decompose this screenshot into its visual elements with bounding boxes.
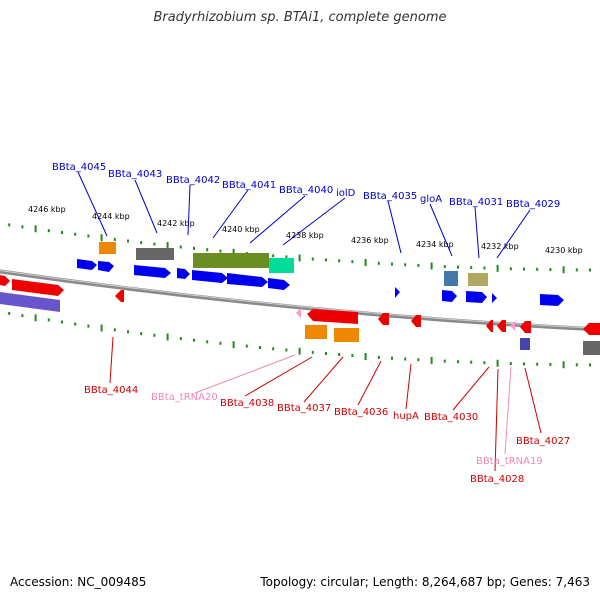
gene-block[interactable] <box>193 253 269 268</box>
genome-backbone <box>0 269 600 332</box>
gene-arrow[interactable] <box>98 261 114 272</box>
gene-arrow[interactable] <box>115 290 124 302</box>
forward-gene-labels: BBta_4045 BBta_4043 BBta_4042 BBta_4041 … <box>52 162 560 210</box>
gene-block[interactable] <box>334 328 359 342</box>
gene-block[interactable] <box>305 325 327 339</box>
gene-label[interactable]: BBta_4045 <box>52 162 106 173</box>
gene-label[interactable]: BBta_4028 <box>470 474 524 485</box>
gene-block[interactable] <box>520 338 530 350</box>
gene-arrow[interactable] <box>192 270 228 283</box>
gene-block[interactable] <box>583 341 600 355</box>
kbp-label: 4240 kbp <box>222 225 260 234</box>
gene-arrow[interactable] <box>307 309 358 324</box>
gene-block[interactable] <box>99 242 116 254</box>
gene-label[interactable]: BBta_4030 <box>424 412 478 423</box>
label-leader-lines <box>77 171 542 472</box>
gene-arrow[interactable] <box>486 320 493 332</box>
gene-arrow[interactable] <box>510 321 515 331</box>
kbp-label: 4238 kbp <box>286 231 324 240</box>
gene-arrow[interactable] <box>0 274 10 286</box>
kbp-label: 4232 kbp <box>481 242 519 251</box>
kbp-scale-labels: 4246 kbp 4244 kbp 4242 kbp 4240 kbp 4238… <box>28 205 583 255</box>
reverse-gene-labels: BBta_4044 BBta_tRNA20 BBta_4038 BBta_403… <box>84 385 570 485</box>
gene-block[interactable] <box>444 271 458 286</box>
kbp-label: 4242 kbp <box>157 219 195 228</box>
gene-label[interactable]: BBta_4040 <box>279 185 333 196</box>
genome-backbone-highlight <box>0 269 600 329</box>
gene-arrow[interactable] <box>583 323 600 335</box>
gene-arrow[interactable] <box>0 292 60 312</box>
kbp-label: 4246 kbp <box>28 205 66 214</box>
accession-text: Accession: NC_009485 <box>10 575 147 589</box>
gene-arrow[interactable] <box>77 259 97 270</box>
gene-arrow[interactable] <box>411 315 421 327</box>
kbp-label: 4236 kbp <box>351 236 389 245</box>
gene-arrow[interactable] <box>520 321 531 333</box>
gene-label[interactable]: BBta_4035 <box>363 191 417 202</box>
gene-arrow[interactable] <box>296 308 301 318</box>
gene-label[interactable]: BBta_tRNA19 <box>476 456 543 467</box>
forward-scale-ticks <box>8 223 591 274</box>
gene-label[interactable]: BBta_4038 <box>220 398 274 409</box>
gene-label[interactable]: BBta_4031 <box>449 197 503 208</box>
gene-label[interactable]: BBta_4036 <box>334 407 388 418</box>
gene-arrow[interactable] <box>177 268 190 279</box>
map-title: Bradyrhizobium sp. BTAi1, complete genom… <box>153 10 447 25</box>
gene-label[interactable]: BBta_4041 <box>222 180 276 191</box>
kbp-label: 4244 kbp <box>92 212 130 221</box>
reverse-scale-ticks <box>8 311 591 369</box>
gene-arrow[interactable] <box>497 320 506 332</box>
gene-arrow[interactable] <box>492 293 497 303</box>
gene-label[interactable]: BBta_4042 <box>166 175 220 186</box>
gene-arrow[interactable] <box>395 287 400 298</box>
gene-arrow[interactable] <box>227 273 268 287</box>
gene-arrow[interactable] <box>442 290 457 302</box>
gene-arrow[interactable] <box>466 291 487 303</box>
gene-arrow[interactable] <box>134 265 171 278</box>
gene-arrow[interactable] <box>540 294 564 306</box>
gene-label[interactable]: BBta_tRNA20 <box>151 392 218 403</box>
gene-label[interactable]: BBta_4044 <box>84 385 138 396</box>
gene-block[interactable] <box>269 258 294 273</box>
gene-block[interactable] <box>468 273 488 286</box>
gene-label[interactable]: iolD <box>336 188 356 199</box>
gene-label[interactable]: BBta_4027 <box>516 436 570 447</box>
gene-arrow[interactable] <box>378 313 389 325</box>
forward-strand-genes <box>0 242 564 306</box>
gene-label[interactable]: gloA <box>420 194 442 205</box>
gene-label[interactable]: BBta_4029 <box>506 199 560 210</box>
kbp-label: 4230 kbp <box>545 246 583 255</box>
gene-arrow[interactable] <box>268 278 290 290</box>
gene-block[interactable] <box>136 248 174 260</box>
topology-text: Topology: circular; Length: 8,264,687 bp… <box>260 575 590 589</box>
reverse-strand-genes <box>0 290 600 355</box>
kbp-label: 4234 kbp <box>416 240 454 249</box>
gene-label[interactable]: BBta_4037 <box>277 403 331 414</box>
gene-arrow[interactable] <box>12 279 64 296</box>
gene-label[interactable]: BBta_4043 <box>108 169 162 180</box>
gene-label[interactable]: hupA <box>393 411 419 422</box>
